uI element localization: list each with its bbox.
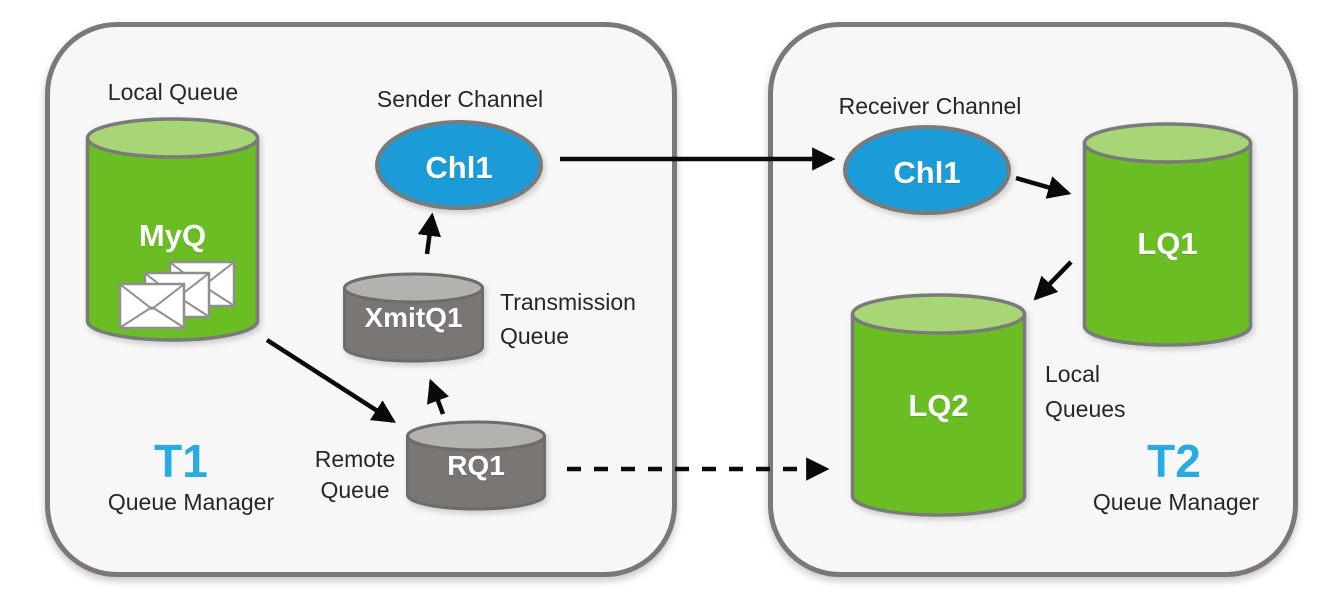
rq1-cylinder	[406, 420, 546, 511]
t2-role-label: Queue Manager	[1092, 489, 1260, 515]
receiver-channel-ellipse	[843, 125, 1011, 215]
sender-channel-caption: Sender Channel	[376, 86, 544, 112]
local-queues-caption: Local Queues	[1045, 361, 1126, 422]
transmission-queue-caption: Transmission Queue	[500, 289, 636, 349]
lq1-label: LQ1	[1137, 226, 1198, 261]
local-queue-caption: Local Queue	[107, 79, 239, 105]
arrow-lq1-to-lq2	[1033, 260, 1073, 301]
rq1-label: RQ1	[447, 450, 505, 481]
myq-label: MyQ	[138, 218, 207, 253]
lq1-cylinder	[1082, 122, 1253, 347]
t1-role-label: Queue Manager	[107, 489, 275, 515]
arrow-xmitq1-to-sender-channel	[417, 212, 442, 255]
arrow-receiver-channel-to-lq1	[1015, 175, 1072, 199]
envelope-stack-icon	[118, 260, 236, 330]
xmitq1-label: XmitQ1	[364, 302, 463, 333]
lq2-cylinder	[850, 293, 1027, 517]
arrow-rq1-to-xmitq1	[427, 378, 449, 415]
xmitq1-cylinder	[343, 272, 484, 363]
t2-name: T2	[1147, 435, 1201, 487]
receiver-channel-label: Chl1	[893, 155, 961, 190]
lq2-label: LQ2	[908, 388, 969, 423]
sender-channel-label: Chl1	[425, 150, 493, 185]
arrow-myq-to-rq1	[265, 338, 396, 423]
t1-name: T1	[154, 435, 208, 487]
receiver-channel-caption: Receiver Channel	[838, 93, 1022, 119]
remote-queue-caption: Remote Queue	[314, 446, 396, 503]
sender-channel-ellipse	[375, 120, 543, 210]
